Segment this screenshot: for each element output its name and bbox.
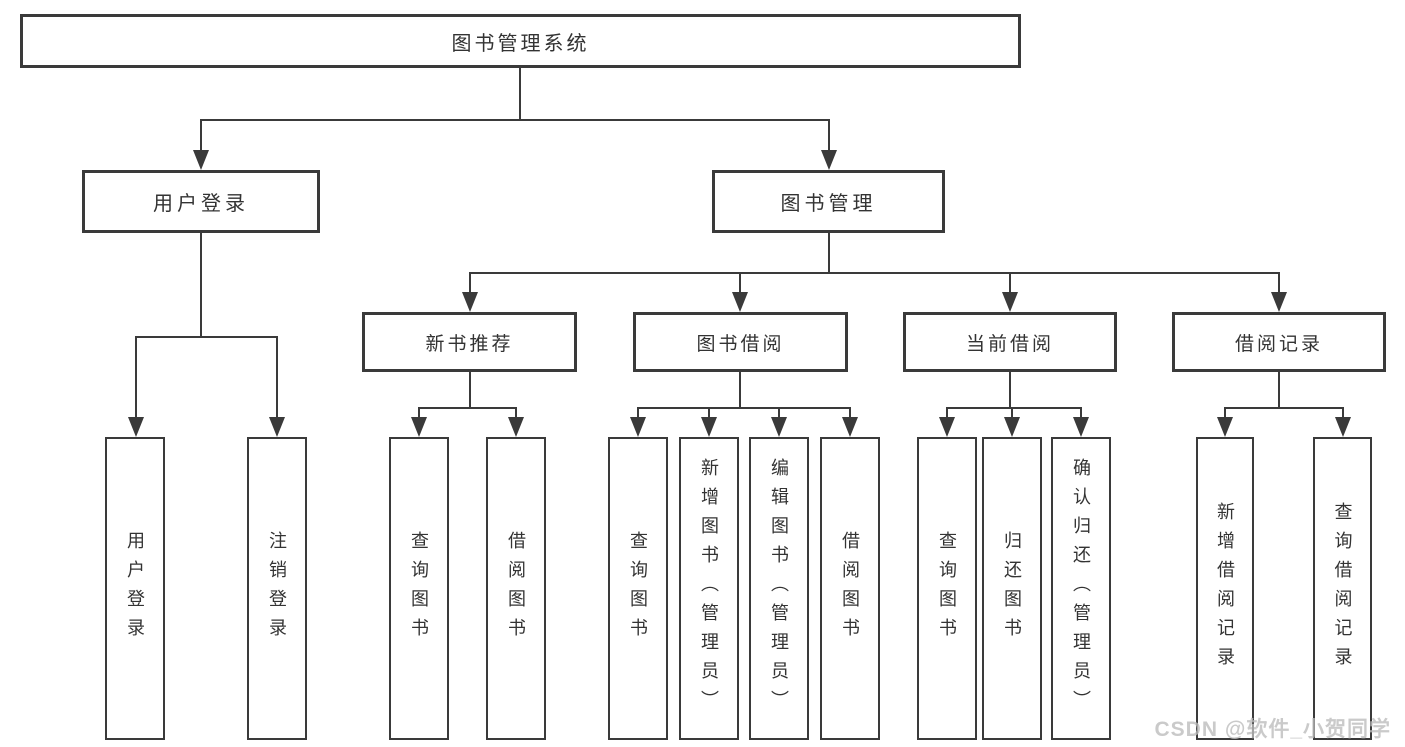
node-new-book-recommendation: 新书推荐 xyxy=(362,312,577,372)
connector-line xyxy=(739,272,741,294)
connector-line xyxy=(828,233,830,273)
connector-line xyxy=(515,407,517,420)
connector-line xyxy=(1224,407,1343,409)
leaf-query-books-recommend: 查询图书 xyxy=(389,437,449,740)
connector-line xyxy=(1224,407,1226,420)
node-borrowing-records: 借阅记录 xyxy=(1172,312,1386,372)
connector-line xyxy=(418,407,420,420)
connector-line xyxy=(637,407,639,420)
leaf-add-borrow-record: 新增借阅记录 xyxy=(1196,437,1254,740)
connector-line xyxy=(946,407,1081,409)
leaf-user-login: 用户登录 xyxy=(105,437,165,740)
node-book-management-system: 图书管理系统 xyxy=(20,14,1021,68)
leaf-edit-book-admin: 编辑图书（管理员） xyxy=(749,437,809,740)
arrow-down-icon xyxy=(821,150,837,170)
arrow-down-icon xyxy=(1271,292,1287,312)
connector-line xyxy=(276,336,278,420)
connector-line xyxy=(200,119,830,121)
arrow-down-icon xyxy=(771,417,787,437)
leaf-label: 查询图书 xyxy=(409,530,429,647)
leaf-query-borrow-record: 查询借阅记录 xyxy=(1313,437,1372,740)
arrow-down-icon xyxy=(462,292,478,312)
arrow-down-icon xyxy=(1002,292,1018,312)
leaf-return-book: 归还图书 xyxy=(982,437,1042,740)
arrow-down-icon xyxy=(939,417,955,437)
connector-line xyxy=(637,407,851,409)
arrow-down-icon xyxy=(1004,417,1020,437)
leaf-label: 查询借阅记录 xyxy=(1332,501,1353,676)
arrow-down-icon xyxy=(732,292,748,312)
leaf-label: 借阅图书 xyxy=(840,530,860,647)
connector-line xyxy=(418,407,517,409)
leaf-label: 用户登录 xyxy=(125,530,145,647)
leaf-borrow-books-recommend: 借阅图书 xyxy=(486,437,546,740)
watermark: CSDN @软件_小贺同学 xyxy=(1154,718,1391,741)
leaf-label: 新增图书（管理员） xyxy=(699,458,719,719)
connector-line xyxy=(1011,407,1013,420)
arrow-down-icon xyxy=(411,417,427,437)
leaf-logout: 注销登录 xyxy=(247,437,307,740)
connector-line xyxy=(849,407,851,420)
node-user-login: 用户登录 xyxy=(82,170,320,233)
leaf-confirm-return-admin: 确认归还（管理员） xyxy=(1051,437,1111,740)
connector-line xyxy=(708,407,710,420)
leaf-label: 归还图书 xyxy=(1002,530,1022,647)
connector-line xyxy=(135,336,278,338)
node-book-borrowing: 图书借阅 xyxy=(633,312,848,372)
connector-line xyxy=(1278,372,1280,408)
leaf-label: 查询图书 xyxy=(937,530,957,647)
arrow-down-icon xyxy=(128,417,144,437)
leaf-label: 新增借阅记录 xyxy=(1215,501,1235,676)
connector-line xyxy=(1009,372,1011,408)
leaf-label: 借阅图书 xyxy=(506,530,526,647)
leaf-query-books-current: 查询图书 xyxy=(917,437,977,740)
connector-line xyxy=(1278,272,1280,294)
arrow-down-icon xyxy=(1335,417,1351,437)
connector-line xyxy=(200,233,202,337)
connector-line xyxy=(739,372,741,408)
node-book-management: 图书管理 xyxy=(712,170,945,233)
connector-line xyxy=(200,119,202,153)
connector-line xyxy=(469,272,471,294)
leaf-label: 注销登录 xyxy=(267,530,287,647)
leaf-query-books-borrowing: 查询图书 xyxy=(608,437,668,740)
leaf-borrow-books-borrowing: 借阅图书 xyxy=(820,437,880,740)
connector-line xyxy=(519,68,521,121)
connector-line xyxy=(135,336,137,420)
arrow-down-icon xyxy=(842,417,858,437)
arrow-down-icon xyxy=(1073,417,1089,437)
connector-line xyxy=(1080,407,1082,420)
connector-line xyxy=(828,119,830,153)
arrow-down-icon xyxy=(701,417,717,437)
connector-line xyxy=(1342,407,1344,420)
arrow-down-icon xyxy=(508,417,524,437)
connector-line xyxy=(778,407,780,420)
connector-line xyxy=(469,272,1280,274)
leaf-label: 查询图书 xyxy=(628,530,648,647)
node-current-borrowing: 当前借阅 xyxy=(903,312,1117,372)
leaf-add-book-admin: 新增图书（管理员） xyxy=(679,437,739,740)
arrow-down-icon xyxy=(1217,417,1233,437)
connector-line xyxy=(946,407,948,420)
connector-line xyxy=(1009,272,1011,294)
arrow-down-icon xyxy=(193,150,209,170)
leaf-label: 编辑图书（管理员） xyxy=(769,458,789,719)
arrow-down-icon xyxy=(269,417,285,437)
leaf-label: 确认归还（管理员） xyxy=(1071,458,1091,719)
connector-line xyxy=(469,372,471,408)
arrow-down-icon xyxy=(630,417,646,437)
